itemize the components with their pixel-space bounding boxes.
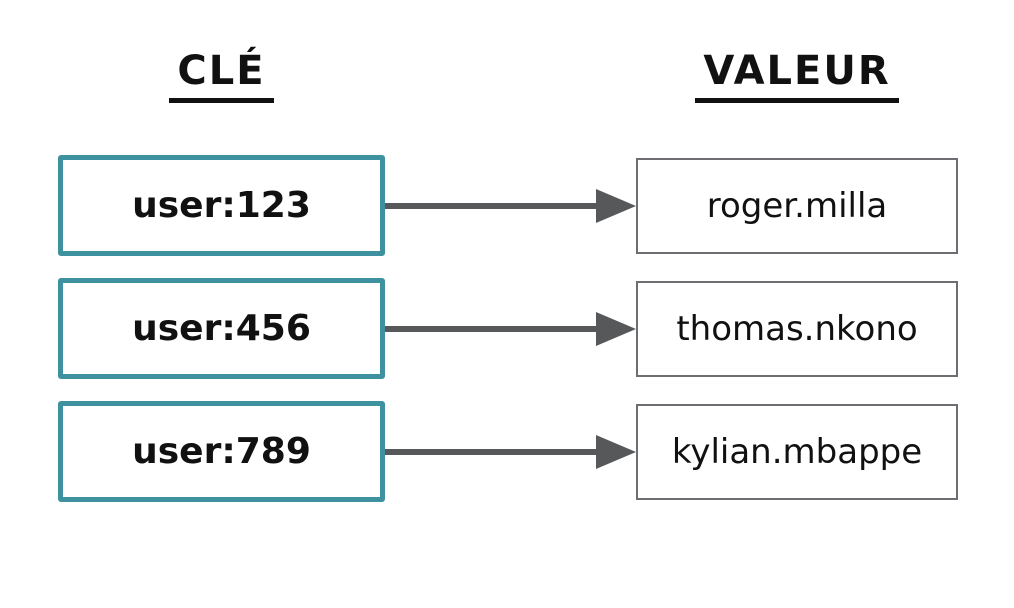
right-arrow-icon [385, 278, 636, 379]
arrow-line [385, 448, 596, 455]
value-box-label: kylian.mbappe [671, 431, 923, 472]
arrow-head [596, 188, 636, 223]
key-column-header: CLÉ [58, 48, 385, 103]
mapping-row: user:123 roger.milla [58, 155, 958, 256]
key-box: user:789 [58, 401, 385, 502]
mapping-row: user:789 kylian.mbappe [58, 401, 958, 502]
mapping-rows: user:123 roger.milla user:456 thomas.nko… [58, 155, 958, 524]
value-box: kylian.mbappe [636, 403, 958, 500]
key-box-label: user:789 [132, 431, 311, 472]
value-box: roger.milla [636, 157, 958, 254]
value-box-label: thomas.nkono [676, 308, 918, 349]
arrow-line [385, 202, 596, 209]
right-arrow-icon [385, 155, 636, 256]
value-box: thomas.nkono [636, 280, 958, 377]
arrow-head [596, 311, 636, 346]
arrow-head [596, 434, 636, 469]
key-box: user:123 [58, 155, 385, 256]
key-box: user:456 [58, 278, 385, 379]
column-headers: CLÉ VALEUR [58, 48, 958, 103]
arrow-line [385, 325, 596, 332]
value-column-header: VALEUR [636, 48, 958, 103]
mapping-row: user:456 thomas.nkono [58, 278, 958, 379]
right-arrow-icon [385, 401, 636, 502]
key-box-label: user:123 [132, 185, 311, 226]
key-box-label: user:456 [132, 308, 311, 349]
value-column-header-label: VALEUR [695, 48, 899, 103]
key-column-header-label: CLÉ [169, 48, 274, 103]
value-box-label: roger.milla [706, 185, 888, 226]
